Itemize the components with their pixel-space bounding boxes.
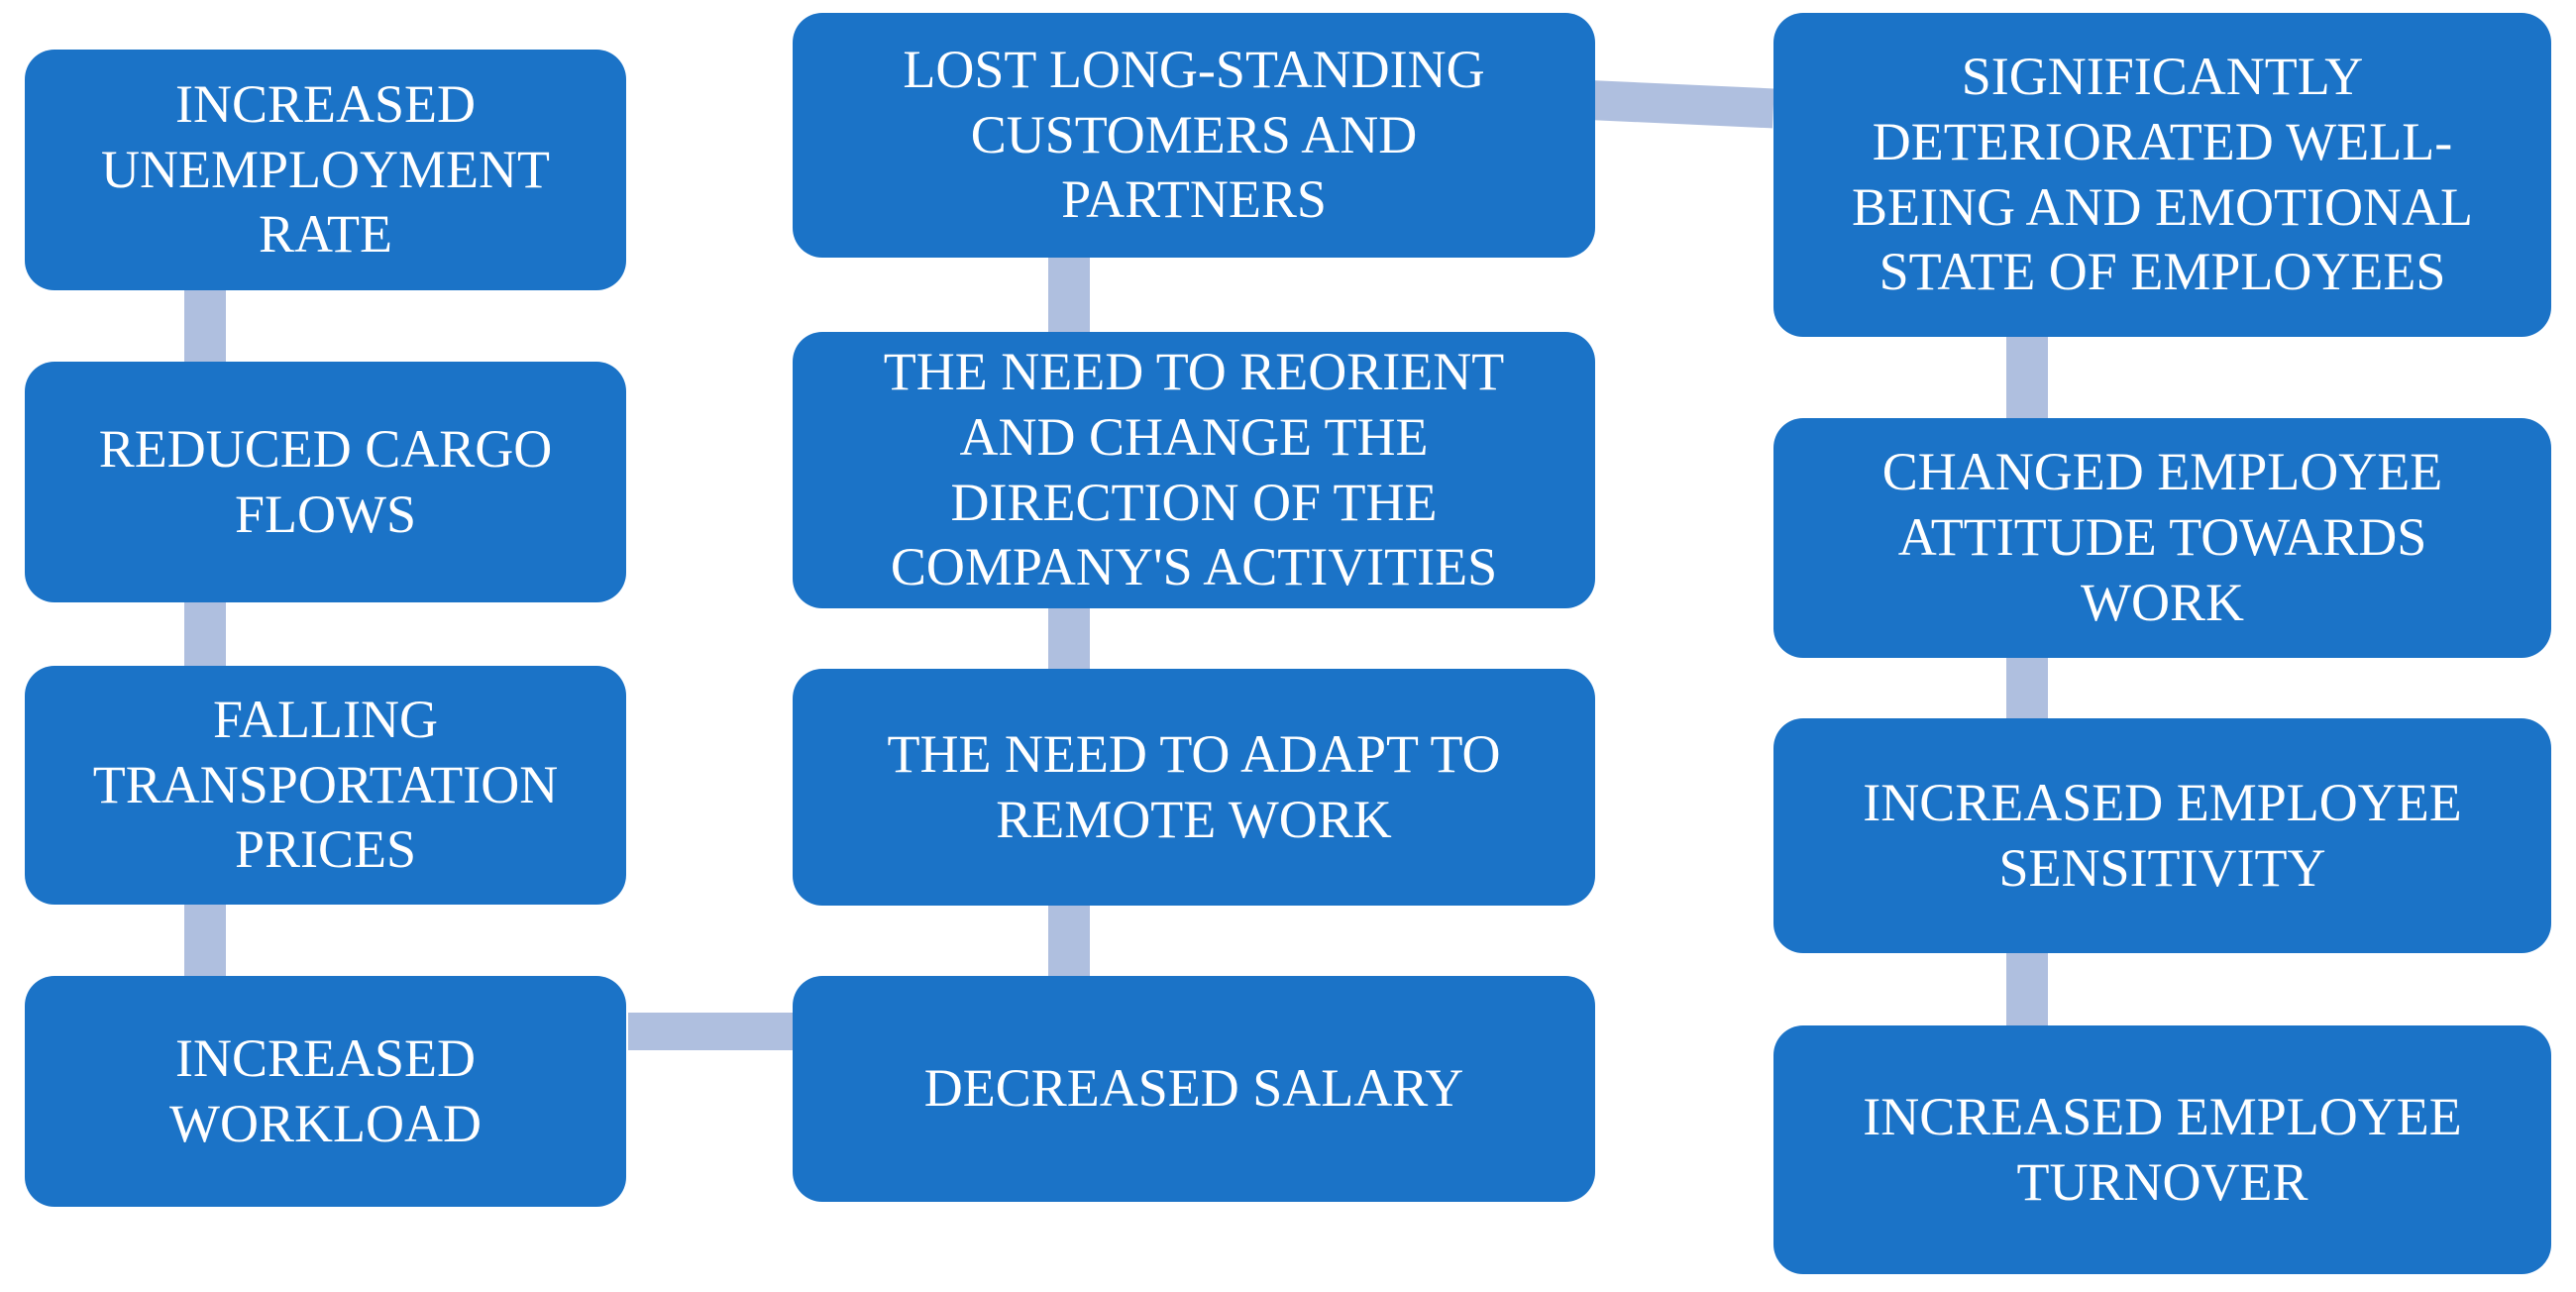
node-changed-attitude: CHANGED EMPLOYEE ATTITUDE TOWARDS WORK [1773, 418, 2551, 658]
node-label: INCREASED EMPLOYEE TURNOVER [1863, 1086, 2462, 1212]
node-increased-unemployment-rate: INCREASED UNEMPLOYMENT RATE [25, 50, 626, 290]
connector-customers-to-reorient [1048, 256, 1090, 334]
connector-wellbeing-to-attitude [2006, 335, 2048, 418]
connector-unemployment-to-cargo [184, 288, 226, 364]
node-need-to-adapt-remote-work: THE NEED TO ADAPT TO REMOTE WORK [793, 669, 1595, 906]
node-increased-workload: INCREASED WORKLOAD [25, 976, 626, 1207]
node-label: THE NEED TO ADAPT TO REMOTE WORK [887, 723, 1501, 849]
connector-remote-to-salary [1048, 904, 1090, 978]
node-increased-turnover: INCREASED EMPLOYEE TURNOVER [1773, 1025, 2551, 1274]
node-label: THE NEED TO REORIENT AND CHANGE THE DIRE… [883, 341, 1505, 597]
connector-sensitivity-to-turnover [2006, 951, 2048, 1027]
node-label: INCREASED WORKLOAD [169, 1027, 482, 1153]
connector-prices-to-workload [184, 903, 226, 978]
node-deteriorated-wellbeing: SIGNIFICANTLY DETERIORATED WELL-BEING AN… [1773, 13, 2551, 337]
node-label: CHANGED EMPLOYEE ATTITUDE TOWARDS WORK [1881, 442, 2443, 632]
node-increased-sensitivity: INCREASED EMPLOYEE SENSITIVITY [1773, 718, 2551, 953]
connector-attitude-to-sensitivity [2006, 656, 2048, 720]
node-label: INCREASED EMPLOYEE SENSITIVITY [1863, 772, 2462, 898]
node-label: SIGNIFICANTLY DETERIORATED WELL-BEING AN… [1852, 46, 2473, 302]
node-label: REDUCED CARGO FLOWS [98, 418, 553, 544]
node-label: LOST LONG-STANDING CUSTOMERS AND PARTNER… [903, 39, 1485, 230]
node-lost-customers-partners: LOST LONG-STANDING CUSTOMERS AND PARTNER… [793, 13, 1595, 258]
node-decreased-salary: DECREASED SALARY [793, 976, 1595, 1202]
node-need-to-reorient: THE NEED TO REORIENT AND CHANGE THE DIRE… [793, 332, 1595, 608]
connector-reorient-to-remote [1048, 606, 1090, 671]
node-falling-transportation-prices: FALLING TRANSPORTATION PRICES [25, 666, 626, 905]
node-reduced-cargo-flows: REDUCED CARGO FLOWS [25, 362, 626, 602]
node-label: FALLING TRANSPORTATION PRICES [92, 689, 559, 880]
connector-workload-to-salary [628, 1013, 795, 1050]
node-label: DECREASED SALARY [923, 1058, 1464, 1119]
node-label: INCREASED UNEMPLOYMENT RATE [101, 73, 550, 265]
connector-customers-to-wellbeing [1588, 80, 1774, 129]
connector-cargo-to-prices [184, 600, 226, 668]
